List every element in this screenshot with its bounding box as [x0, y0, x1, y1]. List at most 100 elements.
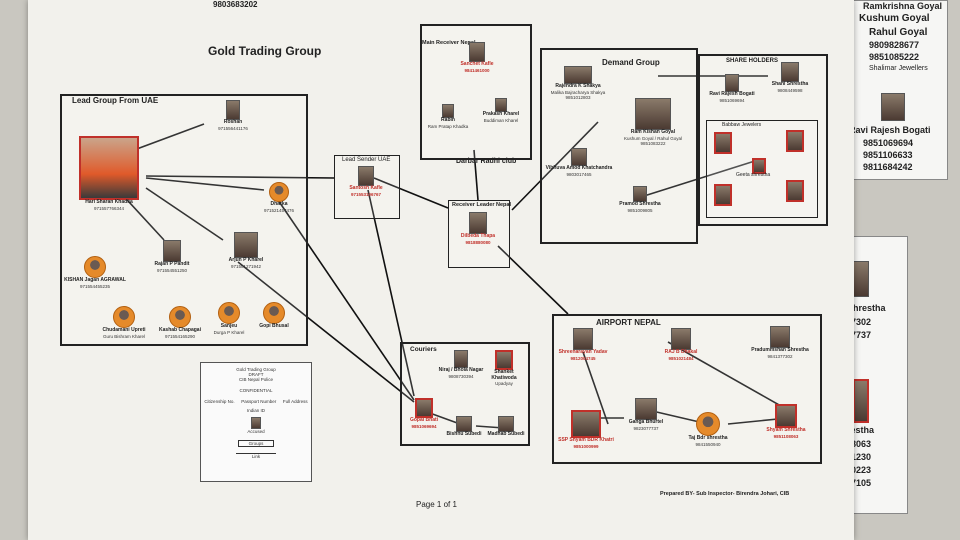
arjun-name: Arjun P Kharel — [228, 257, 264, 263]
shani-num: 9808449598 — [777, 87, 803, 93]
babbaw-photo-2 — [786, 130, 804, 152]
legend-link: Link — [236, 453, 276, 459]
rajendra-num: 9851012803 — [565, 95, 591, 100]
ssp-num: 9851000999 — [573, 443, 599, 449]
rajendra-sub: Malika Bajracharya Shakya — [550, 89, 606, 95]
sanchet-name: Sanchet Kafle — [460, 61, 494, 67]
taj-name: Taj Bdr shrestha — [688, 435, 728, 441]
side-ravi-4: 9811684242 — [863, 162, 913, 172]
kishan-num: 971554455235 — [79, 283, 111, 289]
sanjeu-sub: Durga P Kharel — [213, 329, 245, 335]
node-rajan: Rajan P Pandit 971554551250 — [146, 240, 198, 273]
santosh-name: Santosh Kafle — [349, 185, 383, 191]
chart-title: Gold Trading Group — [208, 44, 322, 58]
node-ganga: Ganga Bhurtel 9823077737 — [622, 398, 670, 431]
sanjeu-name: Sanjeu — [220, 323, 238, 329]
group-title-main-receiver: Main Receiver Nepal — [422, 40, 476, 46]
node-pradummshan: Pradummshan Shrestha 9841377302 — [748, 326, 812, 359]
legend-confidential: CONFIDENTIAL — [239, 388, 273, 393]
page-label: Page 1 of 1 — [416, 500, 457, 509]
legend-panel: Gold Trading Group DRAFT CIB Nepal Polic… — [200, 362, 312, 482]
sanjeu-photo — [218, 302, 240, 324]
node-shanket: Shanket Khatiwoda Upadyay — [482, 350, 526, 387]
dharka-num: 971521457476 — [263, 207, 295, 213]
roshan-num: 971556441176 — [218, 125, 248, 131]
dharka-photo — [269, 182, 289, 202]
ram-kishan-sub: Kushum Goyal / Rahul Goyal — [623, 135, 683, 141]
shanket-photo — [495, 350, 513, 370]
side-text-3: Rahul Goyal — [869, 27, 928, 38]
rajendra-name: Rajendra K Shakya — [555, 83, 601, 89]
node-hari: Hari Sharan Khadka 971557766344 — [74, 136, 144, 211]
pradummshan-photo — [770, 326, 790, 348]
shanket-name: Shanket Khatiwoda — [491, 369, 517, 381]
ganga-photo — [635, 398, 657, 420]
ganga-name: Ganga Bhurtel — [628, 419, 664, 425]
dilbeda-name: Dilbeda Thapa — [460, 233, 496, 239]
babbaw-photo-5 — [786, 180, 804, 202]
group-demand — [540, 48, 698, 244]
dilbeda-photo — [469, 212, 487, 234]
prakash-sub: Buddiman Kharel — [483, 117, 519, 123]
ssp-photo — [571, 410, 601, 438]
shani-name: Shani Shrestha — [771, 81, 809, 87]
node-arjun: Arjun P Kharel 971501271942 — [218, 232, 274, 269]
chudamani-name: Chudamani Upreti — [102, 327, 146, 333]
side-lower2-2: 8063 — [851, 439, 872, 449]
babbaw-photo-1 — [714, 132, 732, 154]
node-rabin: Rabin Ram Pratap Khadka — [426, 104, 470, 129]
pradummshan-name: Pradummshan Shrestha — [751, 347, 809, 353]
vibhuva-photo — [571, 148, 587, 166]
ram-kishan-photo — [635, 98, 671, 130]
shreenarayan-photo — [573, 328, 593, 350]
pradummshan-num: 9841377302 — [767, 353, 793, 359]
connection-lines — [117, 75, 789, 429]
ram-kishan-name: Ram Kishan Goyal — [630, 129, 676, 135]
legend-accused-photo — [251, 417, 261, 429]
side-text-4: 9809828677 — [869, 40, 920, 50]
node-madhab: Madhab Subedi — [486, 416, 526, 438]
side-photo-b — [853, 379, 869, 423]
ram-kishan-num: 9851083222 — [640, 141, 666, 146]
node-gopi: Gopi Bhusal — [252, 302, 296, 330]
babbaw-label: Babbaw Jewelers — [722, 122, 762, 128]
legend-citizenship: Citizenship No. — [204, 399, 235, 404]
santosh-num: 971553106767 — [350, 191, 382, 197]
org-chart-poster: 9803683202 Gold Trading Group — [28, 0, 854, 540]
node-ram-kishan: Ram Kishan Goyal Kushum Goyal / Rahul Go… — [620, 98, 686, 147]
gopi-name: Gopi Bhusal — [259, 323, 289, 329]
ravi-name: Ravi Rajesh Bogati — [709, 91, 755, 97]
node-sanchet: Sanchet Kafle 9841461000 — [452, 42, 502, 73]
roshan-photo — [226, 100, 240, 120]
niraj-name: Niraj / Bhola Nagar — [438, 367, 484, 373]
node-ravi: Ravi Rajesh Bogati 9851069694 — [704, 74, 760, 103]
group-title-share-holders: SHARE HOLDERS — [726, 58, 779, 64]
rabin-photo — [442, 104, 454, 118]
kashab-name: Kashab Chapagai — [159, 327, 201, 333]
node-ssp: SSP Shyam BDR Khatri 9851000999 — [558, 410, 614, 449]
arjun-num: 971501271942 — [230, 263, 262, 269]
node-vibhuva: Vibhuva Amod Khatchandra 9803017465 — [544, 148, 614, 177]
niraj-num: 9808730394 — [448, 373, 474, 379]
dharka-name: Dharka — [270, 201, 288, 207]
pramod-num: 9851009805 — [627, 207, 653, 213]
group-lead-sender — [334, 155, 400, 219]
node-pramod: Pramod Shrestha 9851009805 — [610, 186, 670, 213]
rabin-name: Rabin — [441, 117, 455, 123]
node-niraj: Niraj / Bhola Nagar 9808730394 — [438, 350, 484, 379]
header-number: 9803683202 — [213, 0, 258, 9]
babbaw-photo-4 — [714, 184, 732, 206]
vibhuva-name: Vibhuva Amod Khatchandra — [545, 165, 613, 171]
side-lower2-4: 0223 — [851, 465, 872, 475]
hari-num: 971557766344 — [93, 205, 125, 211]
node-kashab: Kashab Chapagai 971554165290 — [154, 306, 206, 339]
raj-dhakal-name: RAJ B Dhakal — [664, 349, 698, 355]
rabin-sub: Ram Pratap Khadka — [427, 123, 469, 129]
group-title-demand: Demand Group — [602, 58, 660, 67]
shyam-name: Shyam Shrestha — [766, 427, 806, 433]
shyam-photo — [775, 404, 797, 428]
side-lower2-1: restha — [847, 425, 875, 435]
side-ravi-1: Ravi Rajesh Bogati — [849, 125, 931, 135]
side-text-1: Ramkrishna Goyal — [863, 1, 943, 11]
node-chudamani: Chudamani Upreti Guru Bishram Kharel — [94, 306, 154, 339]
